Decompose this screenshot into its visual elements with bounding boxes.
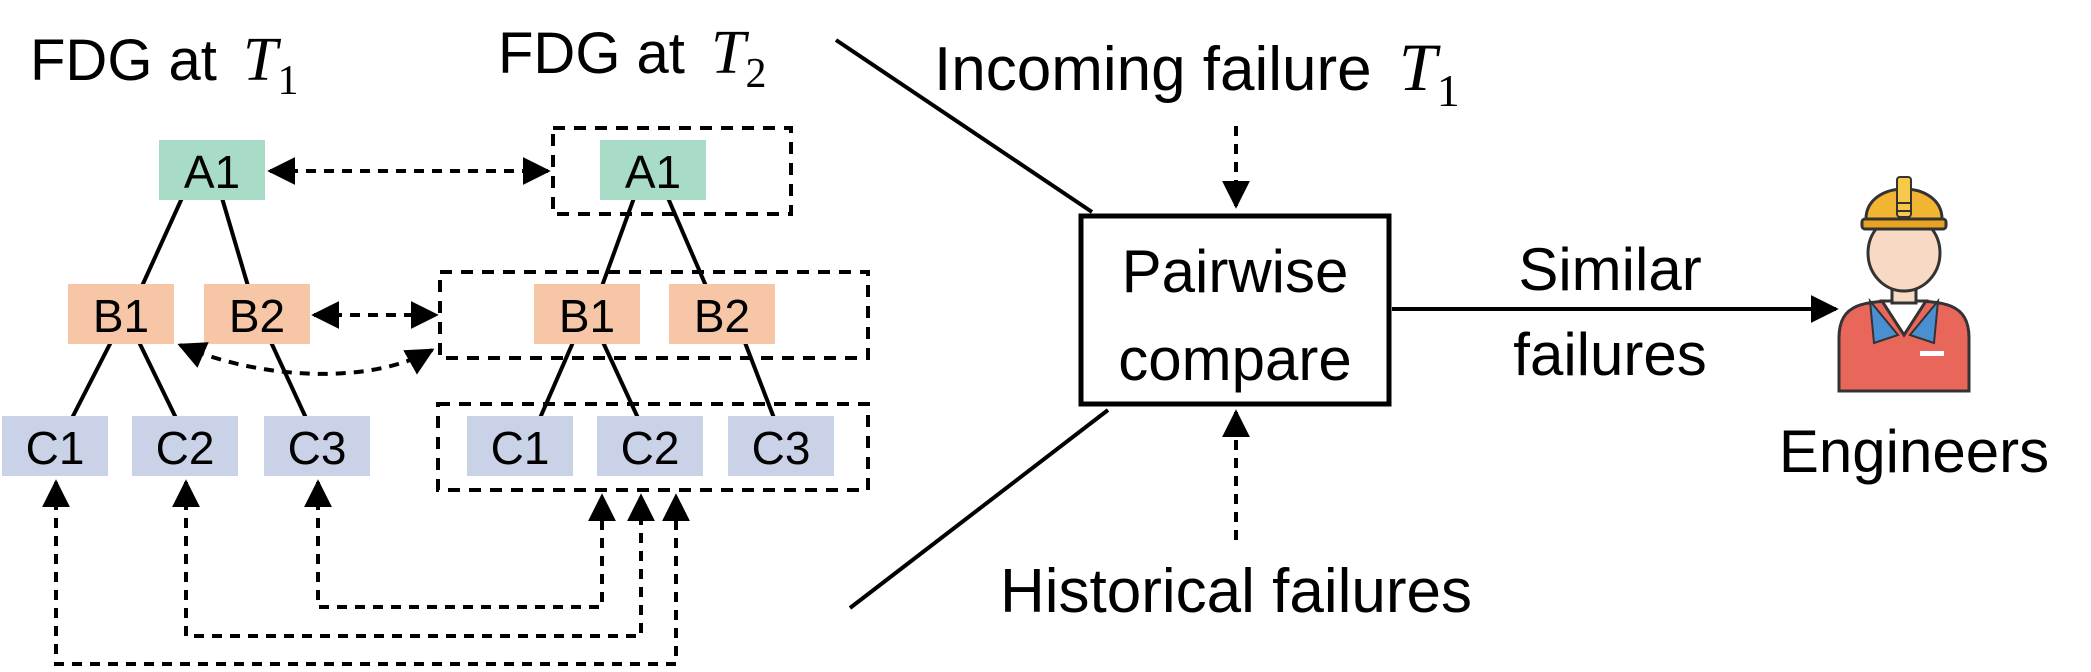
svg-text:C3: C3 xyxy=(752,422,811,474)
t1-node-c2 xyxy=(132,416,238,476)
group-level-a xyxy=(551,126,793,216)
t2-node-a1 xyxy=(600,140,706,200)
arrow-c1-to-group-c xyxy=(42,479,690,666)
pairwise-compare-line2: compare xyxy=(1118,326,1351,393)
pairwise-compare-line1: Pairwise xyxy=(1122,238,1349,305)
incoming-failure-label: Incoming failure T1 xyxy=(934,29,1460,116)
arrow-c3-to-group-c xyxy=(304,479,616,609)
tree-t2-nodes: A1 B1 B2 C1 C2 C3 xyxy=(467,140,834,476)
svg-text:B2: B2 xyxy=(229,290,285,342)
engineer-icon xyxy=(1837,176,1971,393)
t2-node-c2 xyxy=(597,416,703,476)
svg-text:C2: C2 xyxy=(156,422,215,474)
tree-t2-groups xyxy=(436,126,870,492)
svg-text:B1: B1 xyxy=(93,290,149,342)
svg-text:C3: C3 xyxy=(288,422,347,474)
svg-text:C1: C1 xyxy=(491,422,550,474)
group-level-c xyxy=(436,402,870,492)
t1-node-b2 xyxy=(204,284,310,344)
t1-node-a1 xyxy=(159,140,265,200)
t1-node-c1 xyxy=(2,416,108,476)
pairwise-compare-box xyxy=(1078,213,1392,407)
funnel-lines xyxy=(834,38,1110,610)
svg-text:B2: B2 xyxy=(694,290,750,342)
t2-node-b1 xyxy=(534,284,640,344)
t1-node-c3 xyxy=(264,416,370,476)
similar-failures-line2: failures xyxy=(1513,321,1706,388)
t2-node-c3 xyxy=(728,416,834,476)
svg-text:A1: A1 xyxy=(184,146,240,198)
arrow-b1-to-group-b xyxy=(177,342,435,376)
historical-failures-label: Historical failures xyxy=(1000,557,1472,626)
svg-text:A1: A1 xyxy=(625,146,681,198)
engineers-label: Engineers xyxy=(1779,418,2049,485)
fdg-t2-title: FDG at T2 xyxy=(498,19,767,97)
correspondence-arrows xyxy=(42,157,690,666)
similar-failures-line1: Similar xyxy=(1518,236,1701,303)
tree-t1-nodes: A1 B1 B2 C1 C2 C3 xyxy=(2,140,370,476)
group-level-b xyxy=(438,270,870,360)
svg-text:B1: B1 xyxy=(559,290,615,342)
svg-text:C2: C2 xyxy=(621,422,680,474)
t2-node-c1 xyxy=(467,416,573,476)
tree-t2-edges xyxy=(538,197,776,419)
t2-node-b2 xyxy=(669,284,775,344)
t1-node-b1 xyxy=(68,284,174,344)
fdg-t1-title: FDG at T1 xyxy=(30,26,299,104)
svg-text:C1: C1 xyxy=(26,422,85,474)
arrow-c2-to-group-c xyxy=(172,479,655,638)
